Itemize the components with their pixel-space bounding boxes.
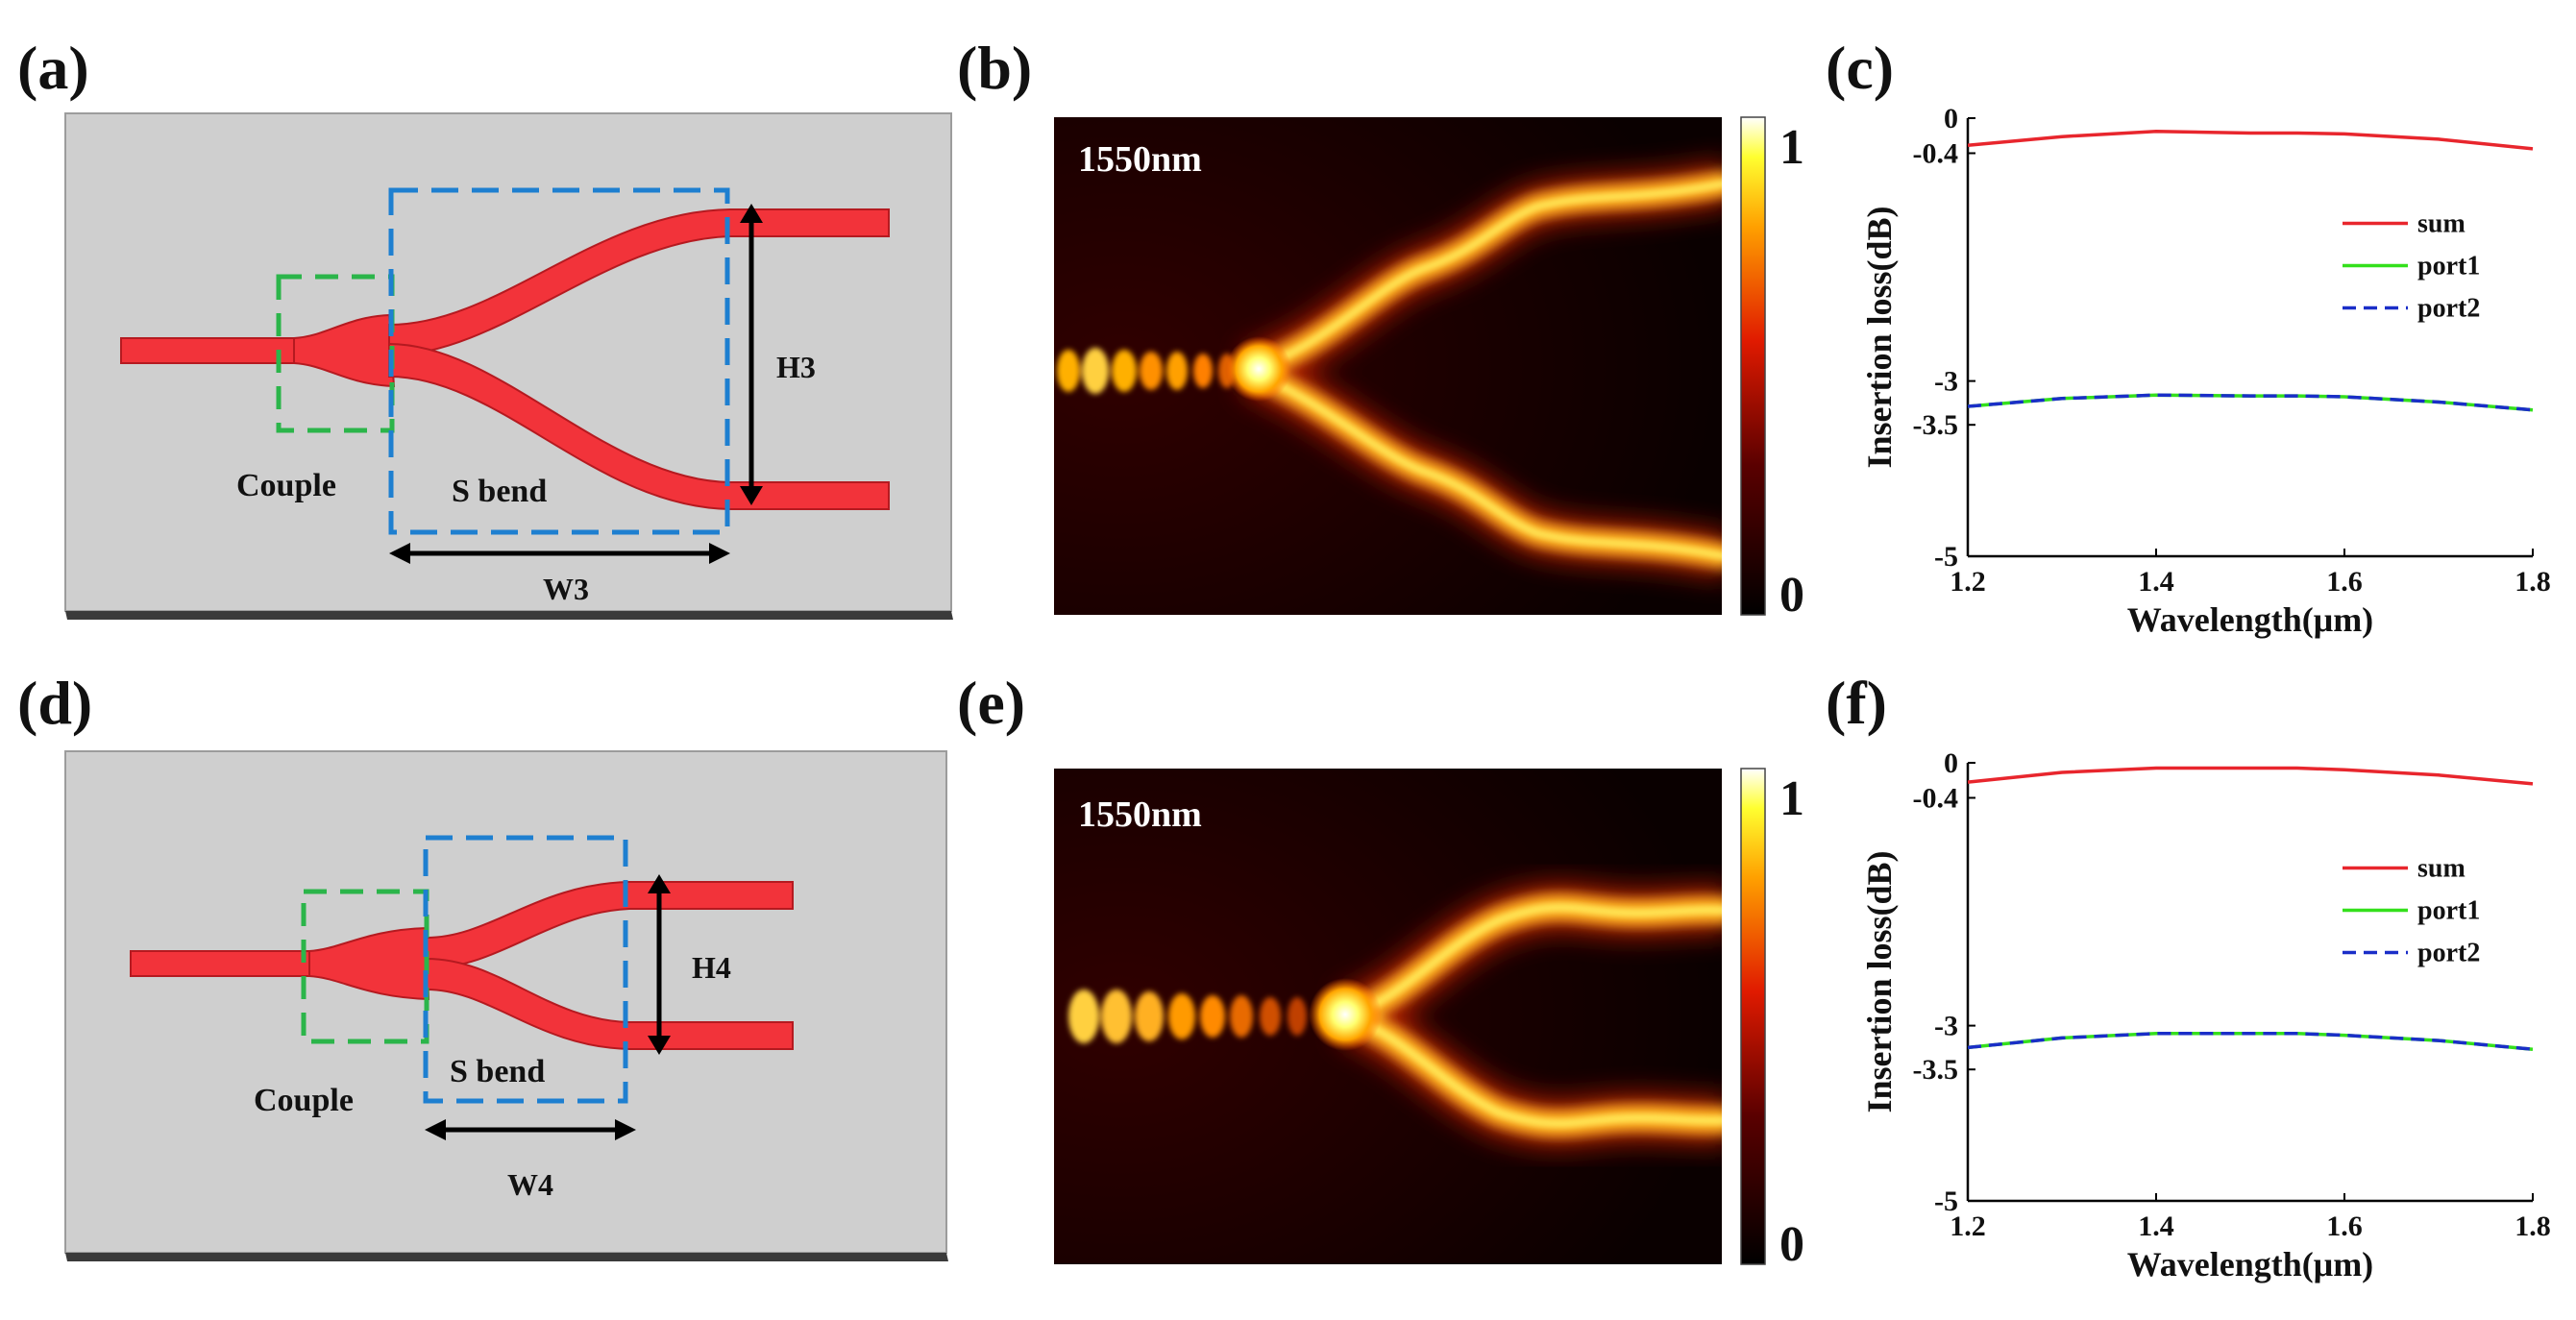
splitter-waveguide-a — [120, 208, 890, 510]
panel-a: (a) Couple S bend H3 W3 — [17, 34, 953, 620]
y-tick-label: -0.4 — [1913, 782, 1959, 814]
couple-box-d — [301, 889, 429, 1044]
legend-label-port1: port1 — [2417, 895, 2480, 925]
panel-c: (c) 0-0.4 -3 -3.5 -51.2 1.4 1.6 1.8Wavelength(… — [1826, 34, 2551, 639]
width-label-a: W3 — [543, 572, 589, 606]
x-tick-label: 1.2 — [1950, 566, 1986, 598]
y-tick-label: 0 — [1944, 747, 1958, 779]
y-tick-label: -3 — [1934, 366, 1958, 398]
x-tick-label: 1.6 — [2326, 1210, 2363, 1242]
sbend-label-d: S bend — [450, 1054, 545, 1089]
panel-label-a: (a) — [17, 34, 89, 102]
wavelength-label-b: 1550nm — [1078, 139, 1202, 180]
height-arrow-a — [740, 204, 763, 505]
height-label-d: H4 — [692, 950, 731, 985]
legend-label-port2: port2 — [2417, 293, 2480, 323]
legend-label-sum: sum — [2417, 208, 2466, 238]
y-tick-label: -5 — [1934, 541, 1958, 573]
sbend-box-d — [423, 835, 628, 1104]
y-tick-label: -3 — [1934, 1011, 1958, 1042]
width-arrow-a — [389, 543, 730, 564]
y-tick-label: -3.5 — [1913, 409, 1959, 441]
colorbar-e — [1740, 768, 1766, 1265]
height-arrow-d — [648, 874, 671, 1055]
panel-d: (d) Couple S bend H4 W4 — [17, 669, 948, 1261]
width-arrow-d — [425, 1119, 636, 1140]
x-axis-label: Wavelength(μm) — [2127, 600, 2373, 639]
colorbar-max-e: 1 — [1779, 771, 1804, 826]
y-tick-label: -0.4 — [1913, 137, 1959, 169]
field-map-b — [1054, 117, 1722, 615]
x-tick-label: 1.4 — [2138, 1210, 2174, 1242]
colorbar-b — [1740, 116, 1766, 616]
series-line-sum — [1967, 766, 2534, 786]
substrate-a — [64, 112, 953, 620]
panel-f: (f) 0-0.4 -3 -3.5 -51.2 1.4 1.6 1.8Wavelength(… — [1826, 669, 2551, 1283]
panel-b: (b) — [957, 34, 1804, 623]
width-label-d: W4 — [507, 1167, 553, 1202]
y-axis-label: Insertion loss(dB) — [1860, 206, 1899, 468]
height-label-a: H3 — [776, 350, 816, 384]
colorbar-max-b: 1 — [1779, 120, 1804, 175]
couple-label-a: Couple — [236, 468, 336, 503]
legend-label-port2: port2 — [2417, 938, 2480, 967]
x-tick-label: 1.6 — [2326, 566, 2363, 598]
y-tick-label: 0 — [1944, 103, 1958, 134]
panel-label-e: (e) — [957, 669, 1025, 737]
series-line-sum — [1967, 129, 2534, 151]
y-tick-label: -5 — [1934, 1186, 1958, 1217]
panel-label-c: (c) — [1826, 34, 1894, 102]
x-tick-label: 1.2 — [1950, 1210, 1986, 1242]
legend-label-sum: sum — [2417, 853, 2466, 883]
x-axis-label: Wavelength(μm) — [2127, 1245, 2373, 1283]
x-tick-label: 1.4 — [2138, 566, 2174, 598]
panel-label-f: (f) — [1826, 669, 1887, 737]
panel-e: (e) — [957, 669, 1804, 1272]
panel-label-d: (d) — [17, 669, 92, 737]
series-line-port2 — [1967, 393, 2534, 412]
field-map-e — [1054, 769, 1722, 1264]
wavelength-label-e: 1550nm — [1078, 794, 1202, 835]
splitter-waveguide-d — [130, 881, 794, 1050]
colorbar-min-b: 0 — [1779, 568, 1804, 623]
legend-label-port1: port1 — [2417, 251, 2480, 281]
couple-label-d: Couple — [254, 1083, 354, 1118]
sbend-label-a: S bend — [452, 474, 547, 509]
x-tick-label: 1.8 — [2515, 1210, 2551, 1242]
y-tick-label: -3.5 — [1913, 1054, 1959, 1086]
y-axis-label: Insertion loss(dB) — [1860, 850, 1899, 1112]
x-tick-label: 1.8 — [2515, 566, 2551, 598]
colorbar-min-e: 0 — [1779, 1217, 1804, 1272]
panel-label-b: (b) — [957, 34, 1032, 102]
sbend-box-a — [388, 187, 730, 535]
series-line-port1 — [1967, 1032, 2534, 1051]
series-line-port2 — [1967, 1032, 2534, 1051]
